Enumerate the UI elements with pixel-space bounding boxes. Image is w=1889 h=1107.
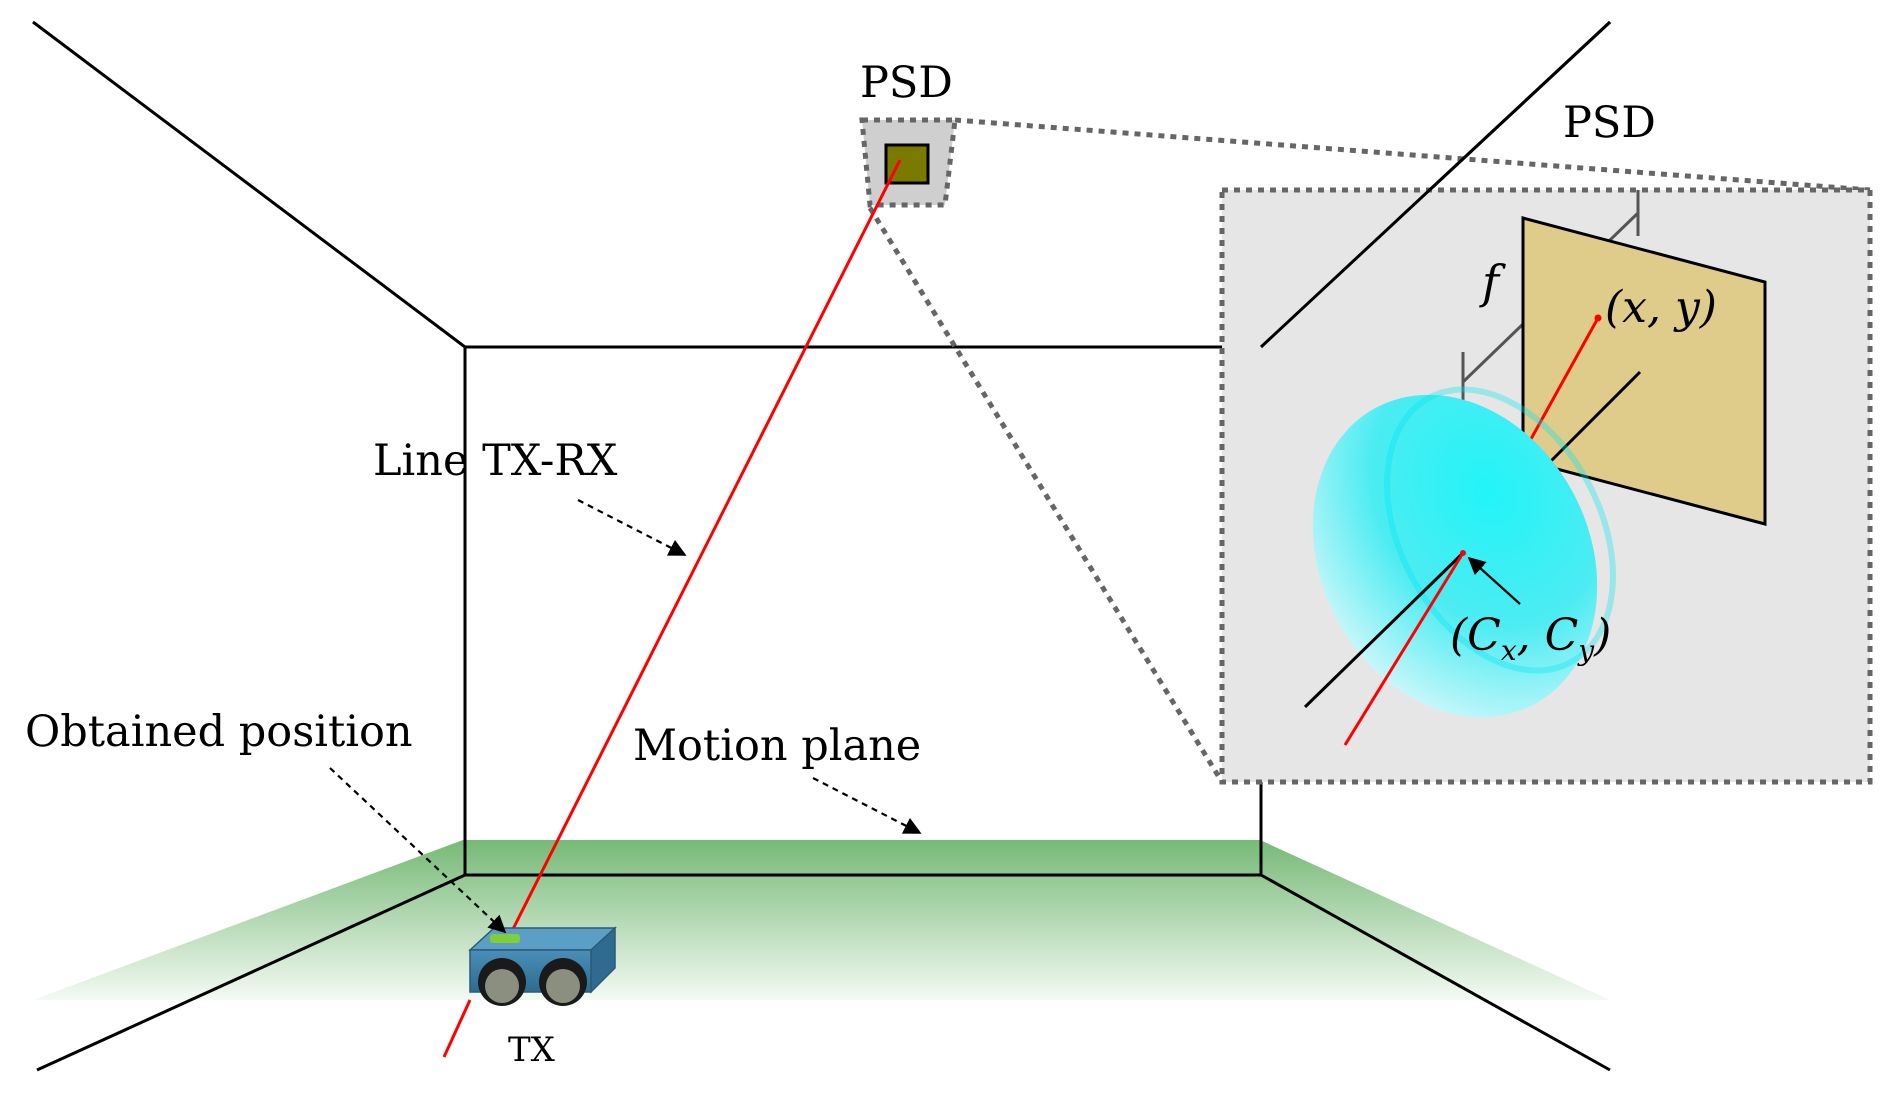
obtained-position-arrow <box>329 767 507 934</box>
motion-plane <box>33 840 1610 1000</box>
lens-rim <box>1384 386 1616 674</box>
lens-center-label: (Cx, Cy) <box>1450 610 1611 667</box>
psd-sensor <box>884 143 930 185</box>
motion-plane-label: Motion plane <box>633 721 921 771</box>
lens <box>1312 394 1598 718</box>
ray-below-robot <box>442 999 472 1058</box>
robot-led <box>490 934 520 943</box>
zoom-connectors <box>867 117 1871 784</box>
robot-wheel-left <box>478 958 526 1006</box>
ray-to-image-point <box>1524 317 1600 449</box>
lens-center-arrow <box>1467 556 1521 605</box>
floor-left-edge <box>36 873 466 1072</box>
optical-axis-back <box>1545 370 1642 467</box>
ray-through-lens <box>1343 552 1465 746</box>
tx-robot <box>468 926 617 1006</box>
tx-label: TX <box>508 1030 556 1070</box>
line-tx-rx-label: Line TX-RX <box>373 436 618 486</box>
line-tx-rx <box>508 159 902 936</box>
ceiling-right-edge-overlay <box>1259 20 1612 349</box>
optical-axis-front <box>1303 551 1465 709</box>
motion-plane-arrow <box>812 777 922 834</box>
image-point-dot <box>1594 314 1602 322</box>
psd-label-inset: PSD <box>1563 98 1656 148</box>
robot-wheel-right <box>539 958 587 1006</box>
sensor-plate <box>1521 216 1767 526</box>
lens-center-dot <box>1460 550 1466 556</box>
line-tx-rx-arrow <box>577 499 687 556</box>
inset-contents <box>1303 190 1767 746</box>
ceiling-left-edge <box>32 20 466 349</box>
back-wall <box>463 345 1263 877</box>
psd-label-top: PSD <box>860 58 953 108</box>
floor-right-edge <box>1260 873 1611 1072</box>
image-point-label: (x, y) <box>1605 282 1717 333</box>
obtained-position-label: Obtained position <box>25 707 413 757</box>
